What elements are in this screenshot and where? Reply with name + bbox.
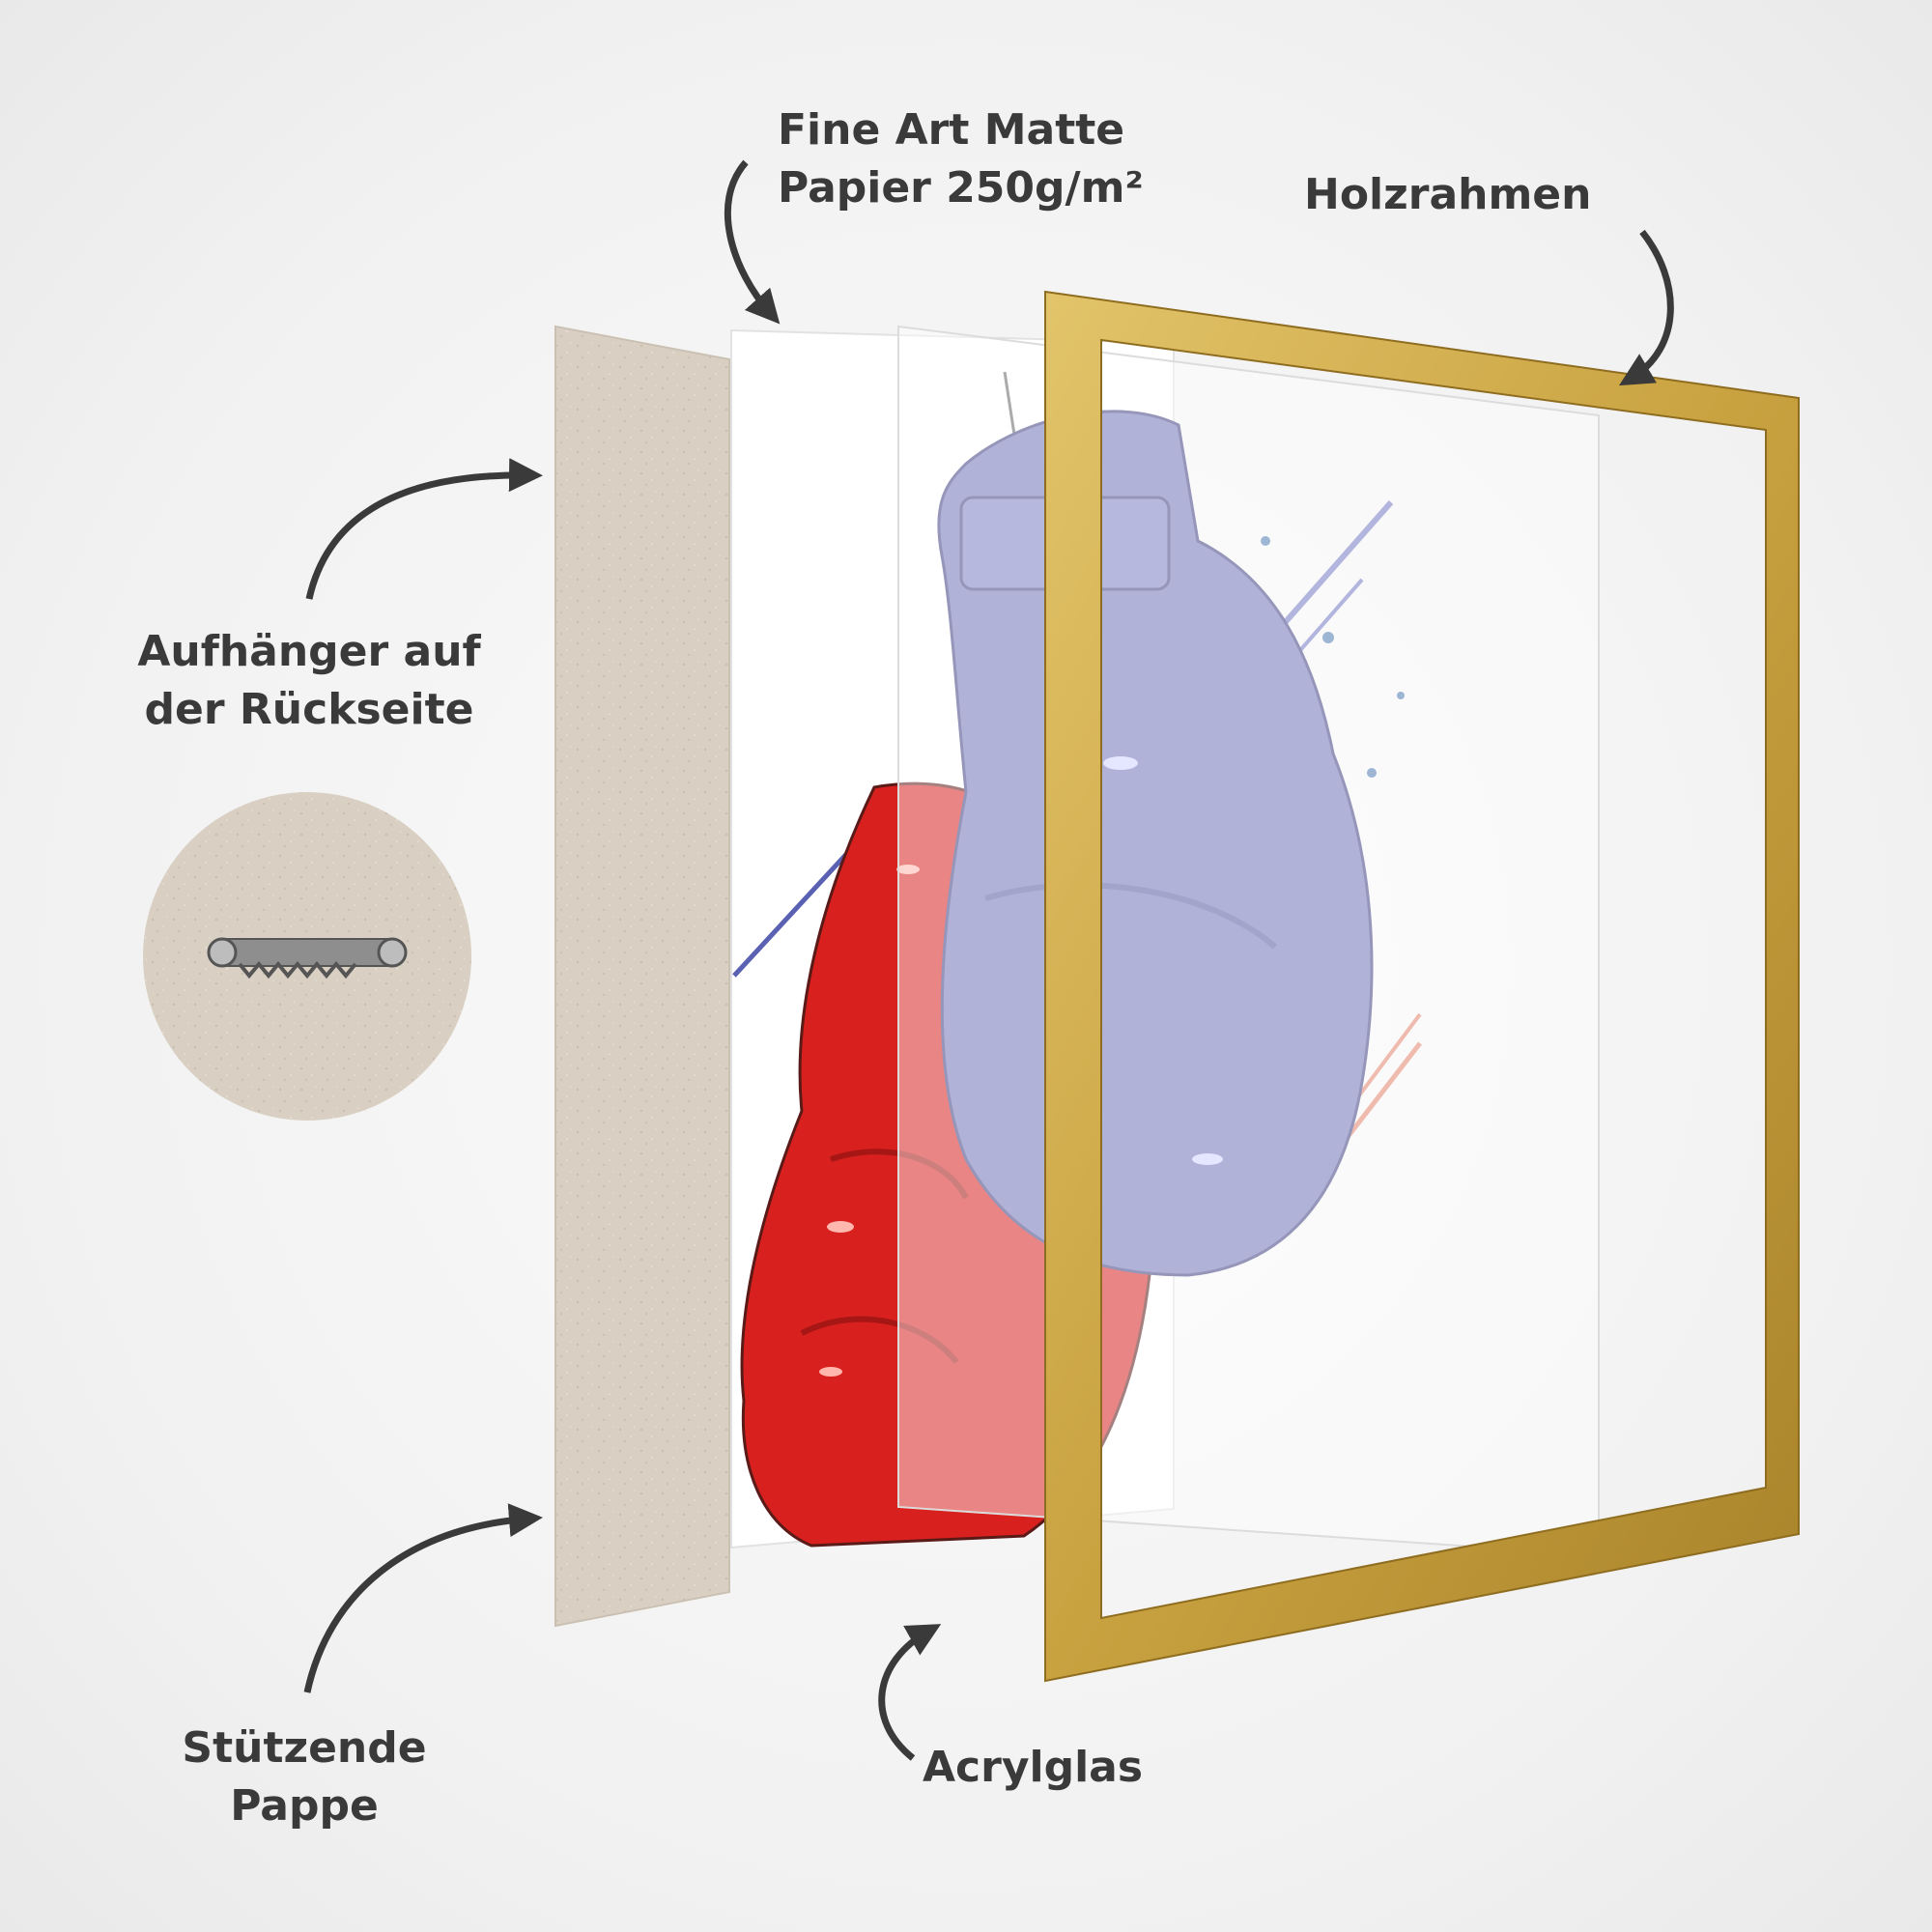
- hanger-detail-circle: [143, 792, 471, 1121]
- arrow-to-cardboard-bottom: [303, 1503, 543, 1693]
- cardboard-panel: [554, 325, 730, 1628]
- label-hanger: Aufhänger auf der Rückseite: [116, 623, 502, 739]
- label-wooden-frame: Holzrahmen: [1304, 166, 1591, 224]
- label-hanger-line1: Aufhänger auf: [137, 627, 481, 676]
- label-fine-art-paper-line2: Papier 250g/m²: [778, 163, 1144, 213]
- label-acrylic-glass: Acrylglas: [923, 1739, 1143, 1797]
- arrow-to-paper: [724, 159, 781, 325]
- acrylic-glass-panel: [897, 325, 1600, 1557]
- label-cardboard: Stützende Pappe: [169, 1719, 440, 1835]
- label-acrylic-glass-line1: Acrylglas: [923, 1743, 1144, 1792]
- label-cardboard-line1: Stützende: [182, 1723, 427, 1773]
- arrow-to-acrylic: [878, 1624, 942, 1761]
- arrow-to-frame: [1618, 229, 1674, 386]
- label-hanger-line2: der Rückseite: [144, 685, 474, 734]
- label-cardboard-line2: Pappe: [230, 1781, 379, 1831]
- label-wooden-frame-line1: Holzrahmen: [1304, 170, 1592, 219]
- label-fine-art-paper-line1: Fine Art Matte: [778, 105, 1125, 155]
- arrow-to-cardboard-top: [305, 458, 543, 600]
- label-fine-art-paper: Fine Art Matte Papier 250g/m²: [778, 101, 1144, 217]
- wooden-frame: [1044, 290, 1800, 1683]
